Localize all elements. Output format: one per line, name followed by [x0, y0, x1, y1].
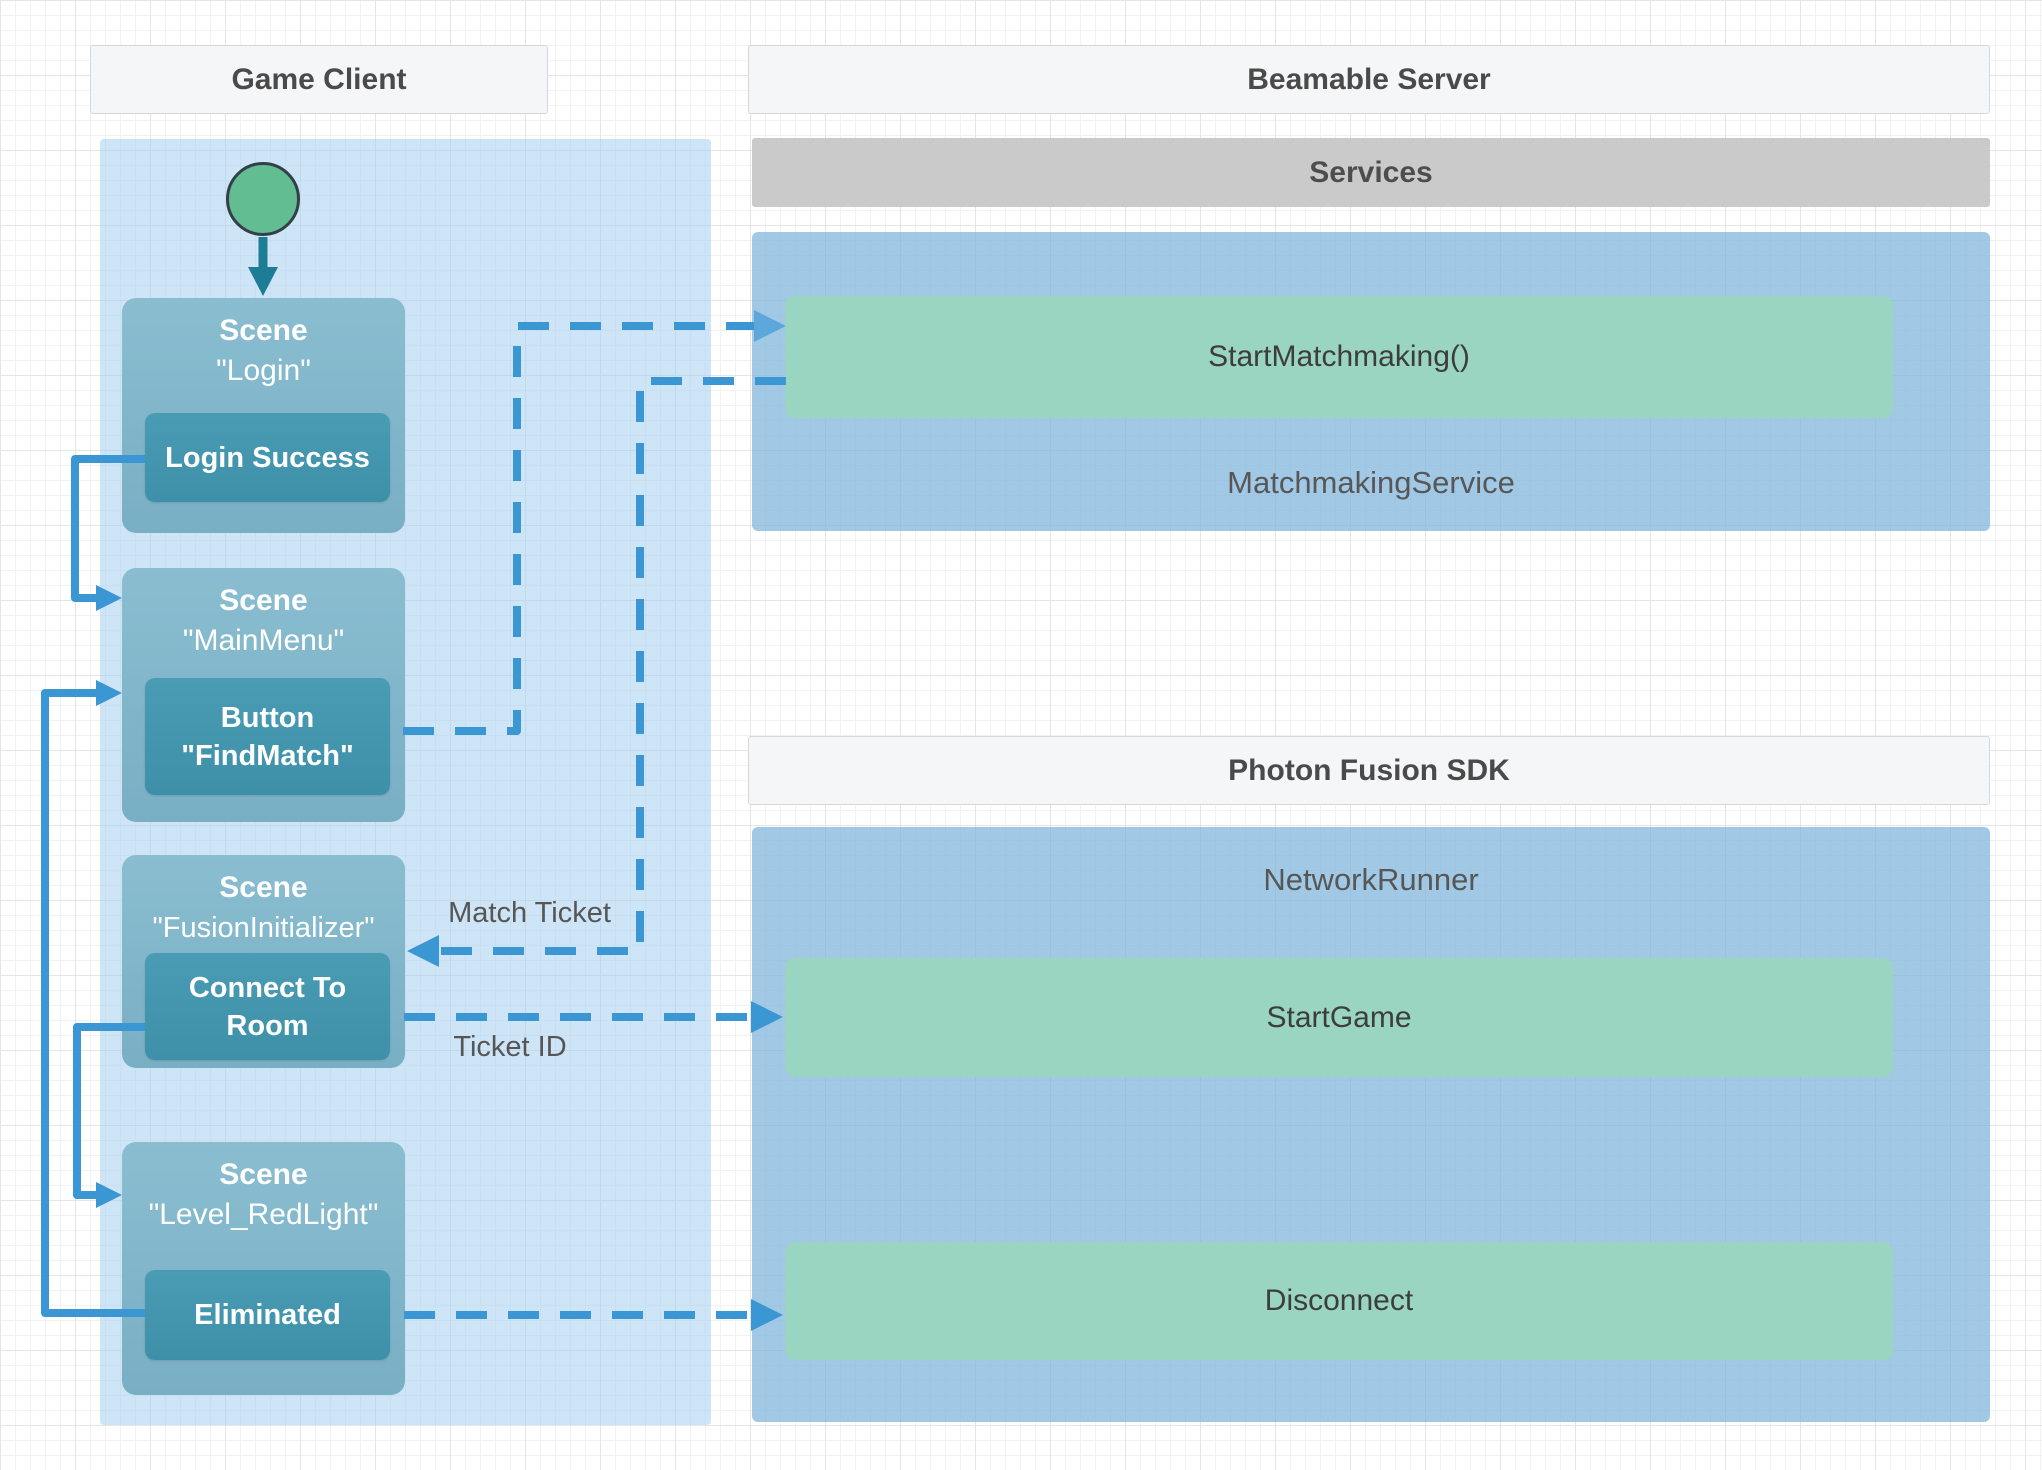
- scene-redlight-name: "Level_RedLight": [148, 1198, 379, 1231]
- matchmaking-service-label: MatchmakingService: [1227, 465, 1515, 500]
- scene-fusion-type: Scene: [219, 871, 308, 904]
- connect-room-line2: Room: [226, 1009, 309, 1042]
- scene-fusion-name: "FusionInitializer": [152, 912, 375, 944]
- scene-redlight-type: Scene: [219, 1158, 308, 1191]
- eliminated-label: Eliminated: [194, 1299, 341, 1331]
- start-matchmaking-node: StartMatchmaking(): [785, 296, 1893, 418]
- lane-header-beamable-server: Beamable Server: [748, 45, 1990, 114]
- find-match-line2: "FindMatch": [181, 739, 354, 772]
- scene-login-type: Scene: [219, 314, 308, 347]
- lane-header-game-client: Game Client: [90, 45, 548, 114]
- match-ticket-edge-label: Match Ticket: [448, 897, 611, 929]
- login-success-node: Login Success: [145, 413, 390, 502]
- scene-login-name: "Login": [216, 354, 311, 387]
- find-match-line1: Button: [220, 701, 315, 734]
- start-game-node: StartGame: [785, 958, 1893, 1077]
- lane-header-photon-fusion-sdk: Photon Fusion SDK: [748, 736, 1990, 805]
- scene-mainmenu-name: "MainMenu": [182, 624, 345, 657]
- connect-room-line1: Connect To: [188, 971, 347, 1004]
- ticket-id-edge-label: Ticket ID: [453, 1031, 567, 1063]
- disconnect-node: Disconnect: [785, 1242, 1893, 1360]
- connect-to-room-node: Connect To Room: [145, 953, 390, 1060]
- start-node-circle: [226, 162, 300, 236]
- services-bar: Services: [752, 138, 1990, 207]
- login-success-label: Login Success: [165, 441, 370, 474]
- eliminated-node: Eliminated: [145, 1270, 390, 1360]
- find-match-button-node: Button "FindMatch": [145, 678, 390, 795]
- scene-mainmenu-type: Scene: [219, 584, 308, 617]
- network-runner-label: NetworkRunner: [1263, 862, 1479, 897]
